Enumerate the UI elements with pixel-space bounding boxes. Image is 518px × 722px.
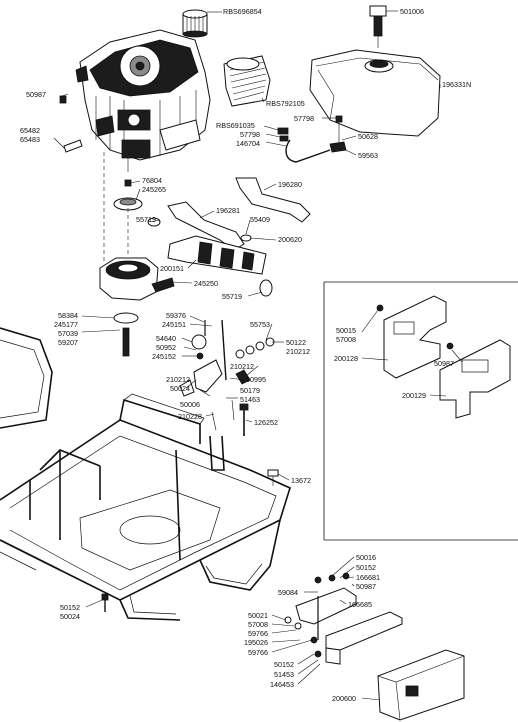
oil-filter xyxy=(182,9,208,38)
label-200620: 200620 xyxy=(278,235,302,244)
label-501006: 501006 xyxy=(400,7,424,16)
label-210212-center: 210212 xyxy=(230,362,254,371)
label-200600: 200600 xyxy=(332,694,356,703)
label-196281: 196281 xyxy=(216,206,240,215)
label-59766-upper: 59766 xyxy=(248,629,268,638)
label-166685: 166685 xyxy=(348,600,372,609)
label-196331n: 196331N xyxy=(442,80,471,89)
label-210212-right: 210212 xyxy=(286,347,310,356)
fuel-tank xyxy=(309,49,441,137)
mower-frame xyxy=(0,327,291,621)
label-210228: 210228 xyxy=(178,412,202,421)
label-65483: 65483 xyxy=(20,135,40,144)
label-200128: 200128 xyxy=(334,354,358,363)
label-200129: 200129 xyxy=(402,391,426,400)
label-210212-left: 210212 xyxy=(166,375,190,384)
label-50152-frame: 50152 xyxy=(60,603,80,612)
label-50987-inset: 50987 xyxy=(434,359,454,368)
label-195026: 195026 xyxy=(244,638,268,647)
air-filter xyxy=(223,55,271,107)
part-labels: RBS696854 501006 196331N 50987 RBS792105… xyxy=(20,7,471,703)
label-245265: 245265 xyxy=(142,185,166,194)
label-55719-upper: 55719 xyxy=(136,215,156,224)
label-rbs792105: RBS792105 xyxy=(266,99,305,108)
label-50952: 50952 xyxy=(156,343,176,352)
muffler xyxy=(147,217,273,297)
label-55753: 55753 xyxy=(250,320,270,329)
label-196280: 196280 xyxy=(278,180,302,189)
leader-lines xyxy=(53,10,463,701)
label-59766-lower: 59766 xyxy=(248,648,268,657)
label-50122: 50122 xyxy=(286,338,306,347)
label-50179: 50179 xyxy=(240,386,260,395)
label-65482: 65482 xyxy=(20,126,40,135)
label-58384: 58384 xyxy=(58,311,78,320)
throttle-linkage xyxy=(179,319,275,436)
bracket-plate-lower xyxy=(439,339,511,419)
label-57798-lower: 57798 xyxy=(240,130,260,139)
frame-bolt xyxy=(101,593,109,612)
label-57008-hitch: 57008 xyxy=(248,620,268,629)
weight-box xyxy=(377,649,465,721)
label-50987-engine: 50987 xyxy=(26,90,46,99)
label-55409: 55409 xyxy=(250,215,270,224)
label-59376: 59376 xyxy=(166,311,186,320)
label-245152: 245152 xyxy=(152,352,176,361)
label-57008-inset: 57008 xyxy=(336,335,356,344)
label-59207: 59207 xyxy=(58,338,78,347)
label-245151: 245151 xyxy=(162,320,186,329)
label-126252: 126252 xyxy=(254,418,278,427)
pto-clutch xyxy=(99,257,175,357)
label-200151: 200151 xyxy=(160,264,184,273)
gas-cap xyxy=(369,5,387,48)
label-50015-inset: 50015 xyxy=(336,326,356,335)
label-57039: 57039 xyxy=(58,329,78,338)
label-57798-upper: 57798 xyxy=(294,114,314,123)
engine xyxy=(75,29,211,172)
label-76804: 76804 xyxy=(142,176,162,185)
label-50024-frame: 50024 xyxy=(60,612,80,621)
label-50024-link: 50024 xyxy=(170,384,190,393)
label-245177: 245177 xyxy=(54,320,78,329)
label-50152-hitch: 50152 xyxy=(356,563,376,572)
label-rbs691035: RBS691035 xyxy=(216,121,255,130)
label-54640: 54640 xyxy=(156,334,176,343)
label-13672: 13672 xyxy=(291,476,311,485)
label-50987-hitch: 50987 xyxy=(356,582,376,591)
label-166681: 166681 xyxy=(356,573,380,582)
dipstick-tube xyxy=(59,95,83,153)
label-146704: 146704 xyxy=(236,139,260,148)
label-50995: 50995 xyxy=(246,375,266,384)
bracket-plate-upper xyxy=(376,295,447,379)
inset-box xyxy=(323,281,518,541)
label-50152-bottom: 50152 xyxy=(274,660,294,669)
label-245250: 245250 xyxy=(194,279,218,288)
fuel-line xyxy=(277,115,347,163)
label-146453: 146453 xyxy=(270,680,294,689)
label-59563: 59563 xyxy=(358,151,378,160)
label-rbs696854: RBS696854 xyxy=(223,7,262,16)
hitch-bracket xyxy=(284,572,403,665)
label-50006: 50006 xyxy=(180,400,200,409)
label-59084: 59084 xyxy=(278,588,298,597)
label-50016: 50016 xyxy=(356,553,376,562)
label-50021: 50021 xyxy=(248,611,268,620)
exhaust-pipe-upper xyxy=(235,177,311,223)
label-55719-lower: 55719 xyxy=(222,292,242,301)
label-51453: 51453 xyxy=(274,670,294,679)
label-51463: 51463 xyxy=(240,395,260,404)
label-50628: 50628 xyxy=(358,132,378,141)
